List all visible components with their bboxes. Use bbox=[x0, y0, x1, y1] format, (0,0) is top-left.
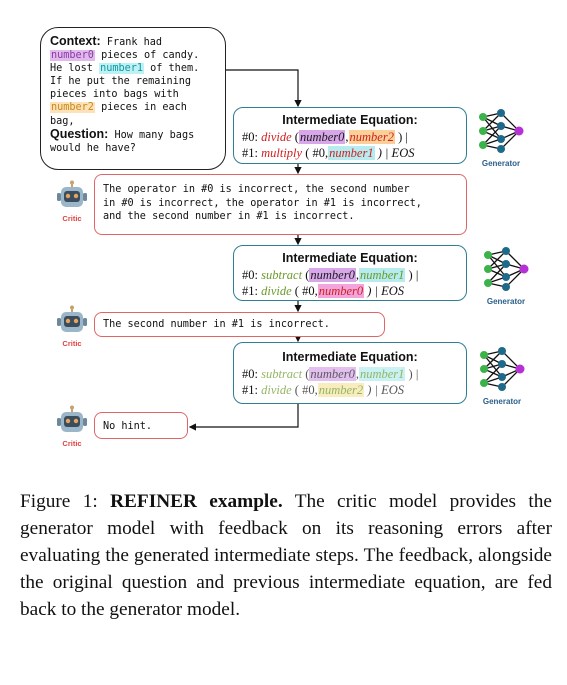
operand: number0 bbox=[309, 268, 356, 282]
context-text: pieces in each bbox=[94, 102, 187, 114]
generator-label: Generator bbox=[486, 297, 526, 306]
context-text: pieces into bags with bbox=[50, 89, 179, 101]
context-to-eq1-arrow bbox=[226, 69, 302, 108]
context-text: bag, bbox=[50, 115, 75, 127]
number2-token: number2 bbox=[50, 102, 95, 114]
eq3-to-fb3-arrow bbox=[188, 404, 299, 431]
context-text: of them. bbox=[144, 63, 200, 75]
generator-label: Generator bbox=[481, 159, 521, 168]
caption-title: REFINER example. bbox=[110, 491, 283, 512]
critic-feedback-1: The operator in #0 is incorrect, the sec… bbox=[94, 174, 467, 235]
neural-network-icon bbox=[479, 109, 524, 153]
operand: number0 bbox=[298, 130, 346, 144]
neural-network-icon bbox=[484, 247, 529, 291]
equation-line-1: #1: divide ( #0,number0 ) | EOS bbox=[242, 284, 405, 298]
figure-number: Figure 1: bbox=[20, 491, 111, 512]
critic-robot-1: Critic bbox=[54, 180, 92, 223]
equation-title: Intermediate Equation: bbox=[282, 113, 418, 127]
equation-line-0: #0: divide (number0,number2 ) | bbox=[242, 130, 408, 144]
operator: subtract bbox=[261, 268, 303, 282]
operator: divide bbox=[261, 383, 292, 397]
robot-icon bbox=[57, 180, 87, 207]
equation-line-1: #1: divide ( #0,number2 ) | EOS bbox=[242, 383, 405, 397]
intermediate-equation-box-1: Intermediate Equation: #0: divide (numbe… bbox=[233, 107, 467, 164]
question-text: How many bags bbox=[108, 129, 195, 141]
operand: number0 bbox=[309, 367, 356, 381]
critic-label: Critic bbox=[62, 339, 82, 348]
equation-title: Intermediate Equation: bbox=[282, 350, 418, 364]
intermediate-equation-box-2: Intermediate Equation: #0: subtract (num… bbox=[233, 245, 467, 301]
caption-text: The critic model provides the generator … bbox=[20, 491, 552, 620]
context-text: If he put the remaining bbox=[50, 76, 192, 88]
operand: number1 bbox=[358, 268, 406, 282]
robot-icon bbox=[57, 305, 87, 332]
equation-line-0: #0: subtract (number0,number1 ) | bbox=[242, 268, 419, 282]
operand: number1 bbox=[328, 146, 375, 160]
context-text: pieces of candy. bbox=[94, 50, 200, 62]
operand: number2 bbox=[348, 130, 395, 144]
equation-line-0: #0: subtract (number0,number1 ) | bbox=[242, 367, 419, 381]
robot-icon bbox=[57, 405, 87, 432]
critic-robot-3: Critic bbox=[54, 405, 92, 448]
operator: divide bbox=[261, 284, 292, 298]
generator-1: Generator bbox=[474, 107, 528, 168]
critic-label: Critic bbox=[62, 214, 82, 223]
operator: subtract bbox=[261, 367, 303, 381]
generator-3: Generator bbox=[475, 345, 529, 406]
operator: multiply bbox=[261, 146, 303, 160]
question-text: would he have? bbox=[50, 142, 136, 154]
question-label: Question: bbox=[50, 126, 109, 141]
operand: number0 bbox=[317, 284, 365, 298]
operand: number1 bbox=[358, 367, 406, 381]
critic-feedback-2: The second number in #1 is incorrect. bbox=[94, 312, 385, 337]
equation-title: Intermediate Equation: bbox=[282, 251, 418, 265]
critic-label: Critic bbox=[62, 439, 82, 448]
flow-arrows bbox=[188, 69, 302, 431]
generator-2: Generator bbox=[479, 245, 533, 306]
equation-line-1: #1: multiply ( #0,number1 ) | EOS bbox=[242, 146, 415, 160]
critic-robot-2: Critic bbox=[54, 305, 92, 348]
operand: number2 bbox=[317, 383, 365, 397]
generator-label: Generator bbox=[482, 397, 522, 406]
number1-token: number1 bbox=[99, 63, 145, 75]
critic-feedback-3: No hint. bbox=[94, 412, 188, 439]
operator: divide bbox=[261, 130, 292, 144]
figure-caption: Figure 1: REFINER example. The critic mo… bbox=[20, 488, 552, 623]
intermediate-equation-box-3: Intermediate Equation: #0: subtract (num… bbox=[233, 342, 467, 404]
context-box: Context: Frank had number0 pieces of can… bbox=[40, 27, 226, 170]
context-label: Context: bbox=[50, 34, 101, 48]
context-text: Frank had bbox=[100, 37, 163, 48]
number0-token: number0 bbox=[50, 50, 95, 62]
neural-network-icon bbox=[480, 347, 525, 391]
context-text: He lost bbox=[50, 63, 100, 75]
